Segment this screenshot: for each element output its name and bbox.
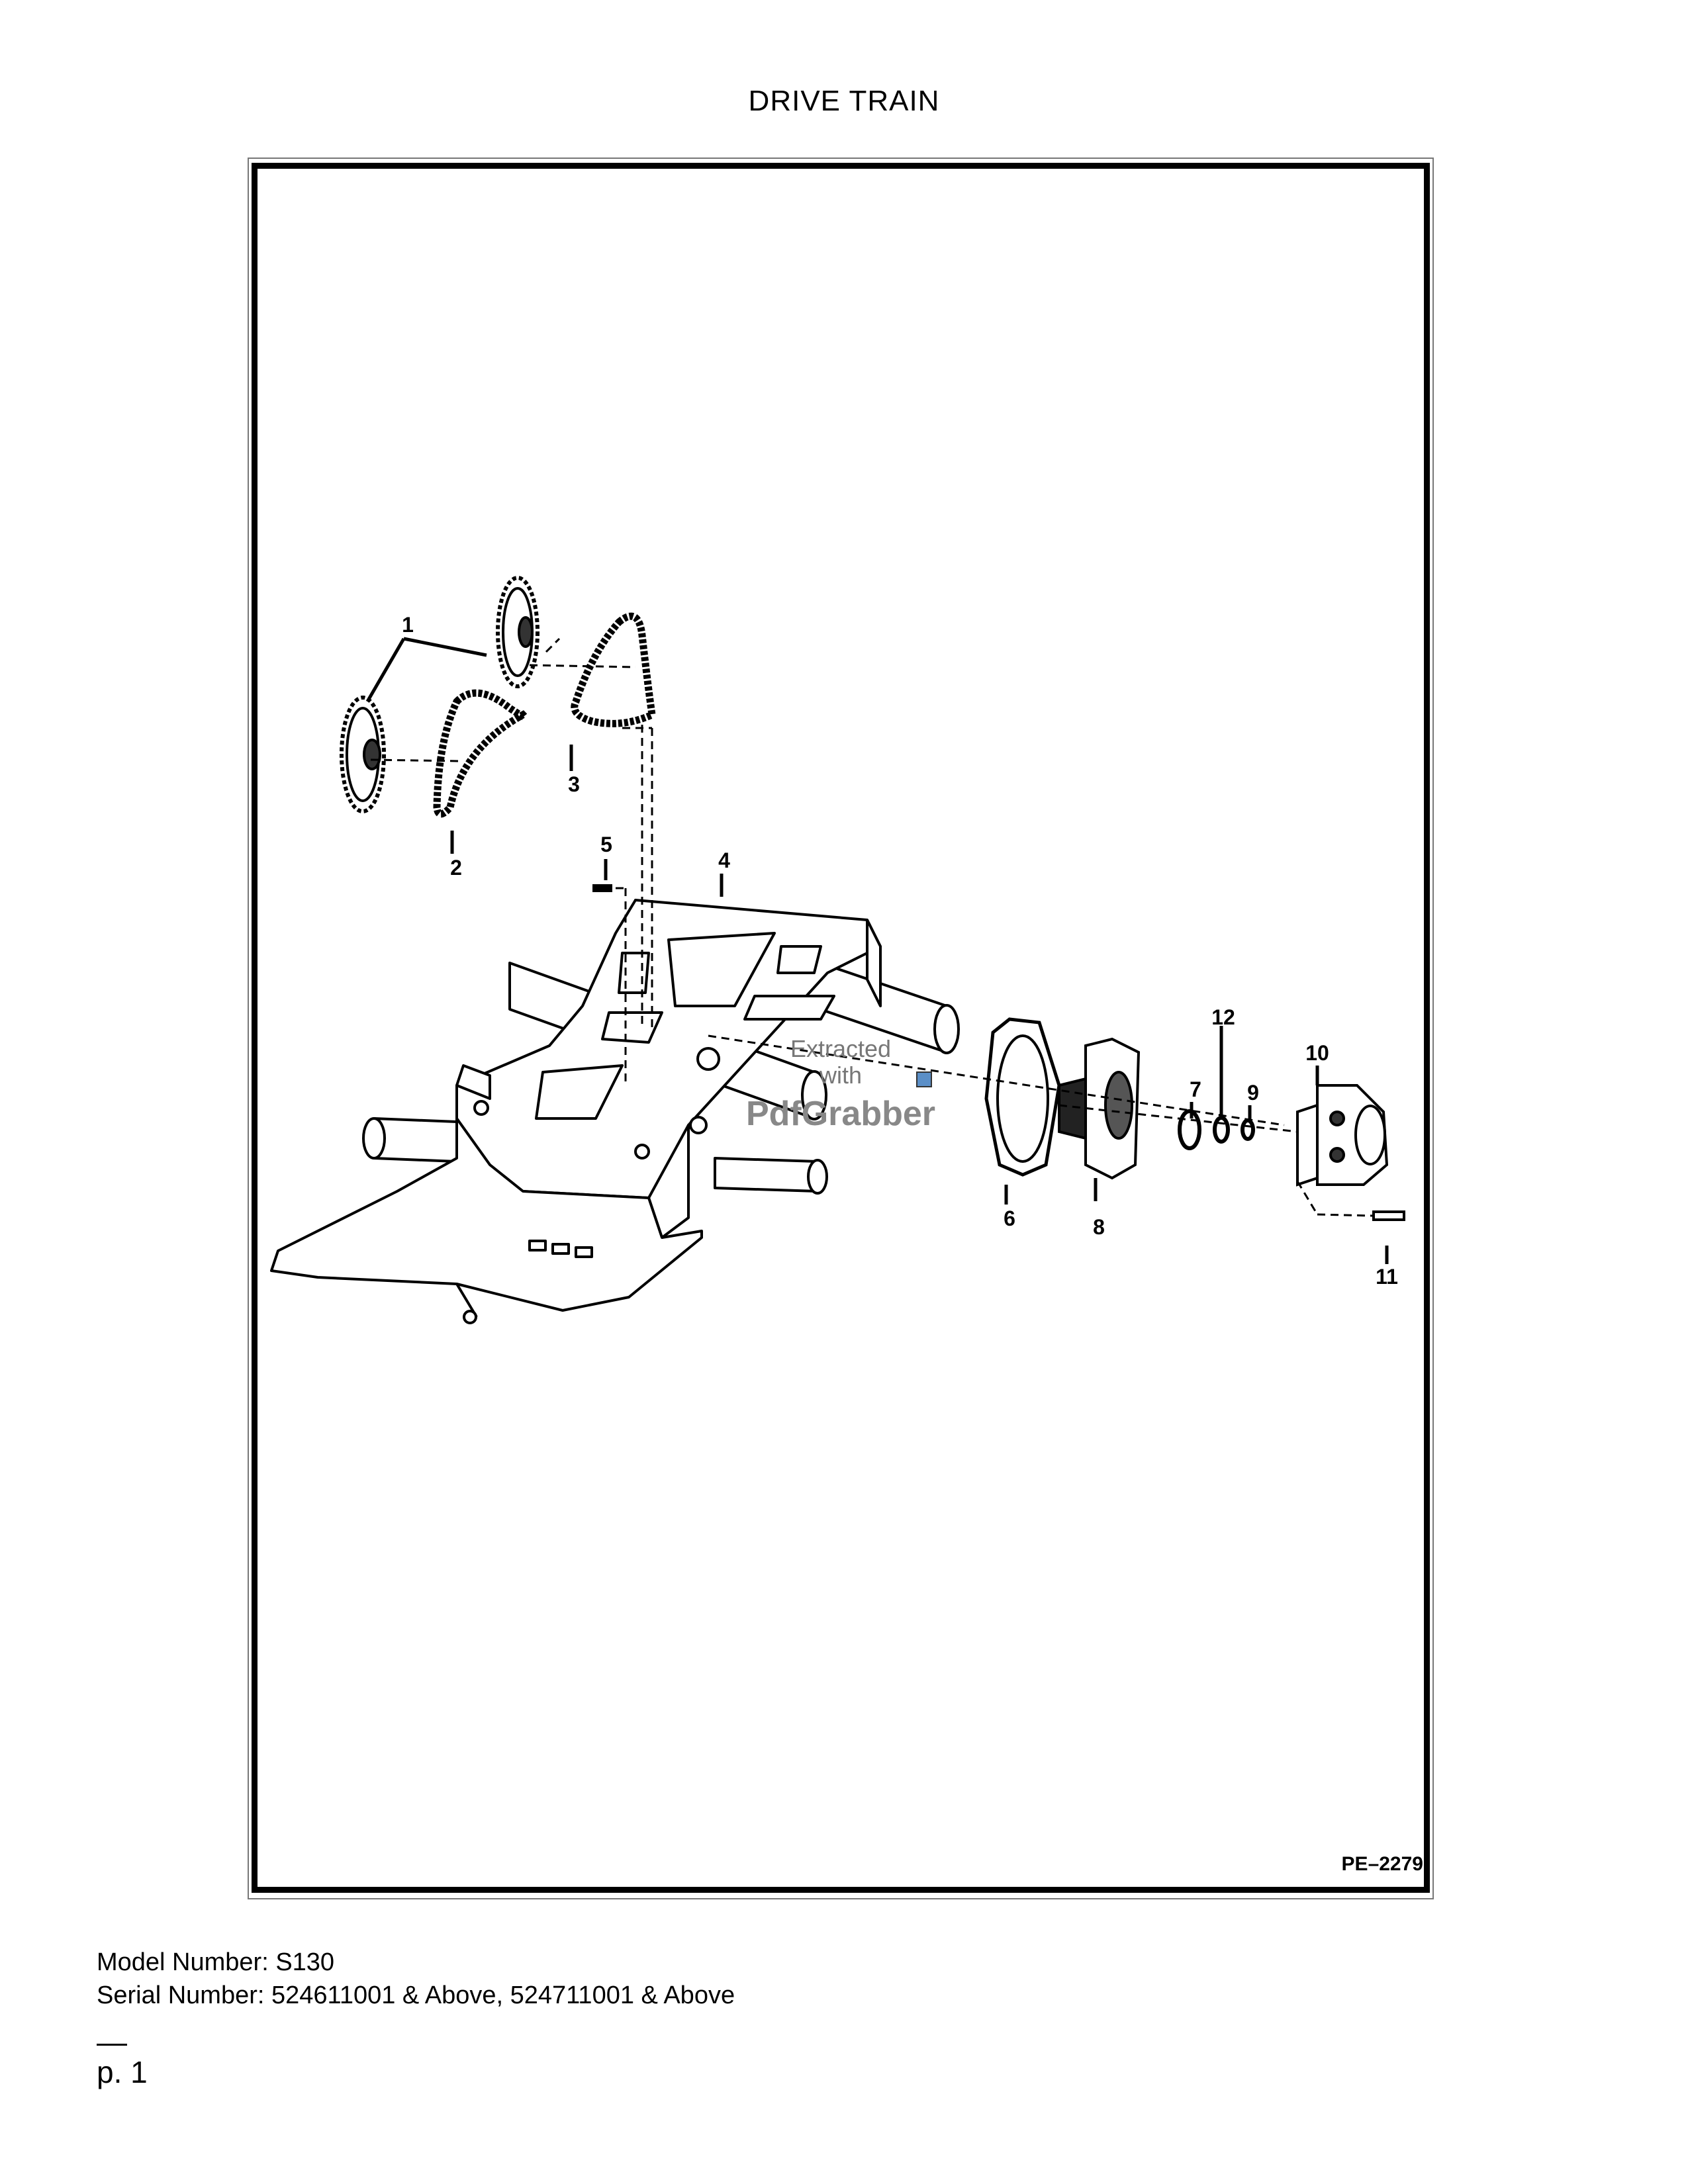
page-number-rule (97, 2044, 127, 2046)
watermark-brand: PdfGrabber (746, 1095, 935, 1133)
callout-11: 11 (1376, 1265, 1398, 1289)
callout-10: 10 (1305, 1041, 1329, 1065)
sprocket-lower (340, 696, 386, 813)
o-ring-12 (1213, 1116, 1230, 1144)
callout-2: 2 (450, 856, 462, 880)
figure-outer-frame (248, 158, 1434, 1899)
page-number: p. 1 (97, 2055, 148, 2089)
bolt-11 (1372, 1210, 1405, 1221)
callout-leaders (365, 637, 1389, 1264)
callout-1: 1 (402, 613, 414, 637)
bearing-housing (1058, 1037, 1141, 1180)
o-ring-7 (1178, 1109, 1201, 1150)
callout-5: 5 (600, 833, 612, 856)
page-title: DRIVE TRAIN (748, 85, 940, 117)
chain-upper (571, 612, 657, 727)
serial-number: Serial Number: 524611001 & Above, 524711… (97, 1981, 735, 2009)
callout-7: 7 (1190, 1077, 1201, 1101)
watermark-line2: with (819, 1062, 862, 1089)
callout-9: 9 (1247, 1081, 1259, 1105)
o-ring-9 (1241, 1118, 1255, 1141)
watermark-line1: Extracted (790, 1035, 891, 1062)
figure-code: PE–2279 (1341, 1853, 1423, 1875)
callout-6: 6 (1004, 1206, 1015, 1230)
watermark: Extracted with PdfGrabber (746, 1035, 935, 1133)
callout-8: 8 (1093, 1215, 1105, 1239)
figure-frame (252, 163, 1430, 1893)
callout-4: 4 (718, 848, 730, 872)
assembly-guide-lines (370, 637, 1374, 1217)
watermark-logo-icon (916, 1071, 932, 1087)
chain-lower (433, 689, 528, 818)
callout-3: 3 (568, 772, 580, 796)
bolt-5 (592, 884, 612, 892)
drive-motor (1296, 1084, 1389, 1187)
drive-train-exploded-diagram: 1 2 3 4 5 6 7 8 9 10 11 12 Extracted wit… (270, 576, 1405, 1324)
callout-12: 12 (1211, 1005, 1235, 1029)
sprocket-upper (496, 576, 539, 688)
model-number: Model Number: S130 (97, 1948, 335, 1976)
main-frame (270, 899, 960, 1324)
